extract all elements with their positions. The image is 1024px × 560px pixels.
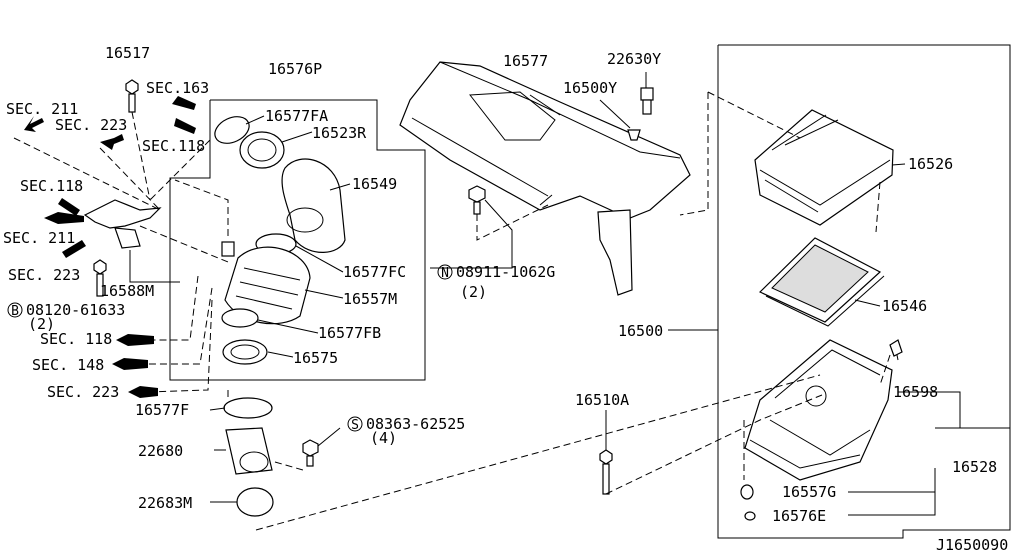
duct-16575 bbox=[222, 339, 268, 365]
arrow-sec118-top bbox=[174, 118, 196, 134]
label-16577: 16577 bbox=[503, 52, 548, 70]
label-16557M: 16557M bbox=[343, 290, 397, 308]
bracket-16588M bbox=[83, 199, 162, 249]
label-16523R: 16523R bbox=[312, 124, 367, 142]
clamp-16577F bbox=[223, 397, 273, 419]
filter-cover-16526 bbox=[754, 109, 894, 226]
arrow-sec211-top bbox=[24, 116, 44, 132]
air-duct-16577 bbox=[399, 61, 691, 296]
label-16576P: 16576P bbox=[268, 60, 322, 78]
label-08363-qty: (4) bbox=[370, 429, 397, 447]
seal-16523R bbox=[239, 131, 285, 169]
clamp-16577FA bbox=[214, 116, 250, 144]
label-16528: 16528 bbox=[952, 458, 997, 476]
label-sec223-left: SEC. 223 bbox=[8, 266, 80, 284]
label-16526: 16526 bbox=[908, 155, 953, 173]
label-08120: 08120-61633 bbox=[26, 301, 125, 319]
clip-16500Y bbox=[627, 129, 641, 141]
label-16517: 16517 bbox=[105, 44, 150, 62]
hose-16557M bbox=[221, 241, 311, 325]
arrow-sec223-bottom bbox=[128, 386, 158, 398]
label-sec118-bottom: SEC. 118 bbox=[40, 330, 112, 348]
grommet-16576E bbox=[744, 511, 756, 521]
label-16500Y: 16500Y bbox=[563, 79, 617, 97]
diagram-code: J1650090 bbox=[936, 536, 1008, 554]
label-16577FB: 16577FB bbox=[318, 324, 381, 342]
arrow-sec223-top bbox=[100, 134, 124, 150]
label-sec211-top: SEC. 211 bbox=[6, 100, 78, 118]
bolt-16510A bbox=[599, 449, 613, 495]
clamp-16577FB bbox=[221, 308, 259, 328]
label-sec118-left: SEC.118 bbox=[20, 177, 83, 195]
label-sec148: SEC. 148 bbox=[32, 356, 104, 374]
arrow-sec148 bbox=[112, 358, 148, 370]
label-sec118-top: SEC.118 bbox=[142, 137, 205, 155]
symbol-circle-N bbox=[437, 264, 453, 280]
arrow-sec211-left bbox=[44, 212, 84, 224]
label-16500: 16500 bbox=[618, 322, 663, 340]
bolt-16517 bbox=[125, 79, 139, 113]
label-sec223-bottom: SEC. 223 bbox=[47, 383, 119, 401]
arrow-sec163 bbox=[172, 96, 196, 110]
sensor-22630Y bbox=[640, 87, 654, 115]
symbol-S: S bbox=[351, 418, 359, 433]
label-08911: 08911-1062G bbox=[456, 263, 555, 281]
label-08363: 08363-62525 bbox=[366, 415, 465, 433]
label-22630Y: 22630Y bbox=[607, 50, 661, 68]
label-08120-qty: (2) bbox=[28, 315, 55, 333]
sub-assembly-frame-16576P bbox=[169, 99, 426, 381]
label-08911-qty: (2) bbox=[460, 283, 487, 301]
symbol-N: N bbox=[441, 266, 449, 281]
meter-22680 bbox=[225, 427, 273, 475]
bolt-08120 bbox=[93, 259, 107, 297]
housing-16528 bbox=[744, 339, 893, 481]
label-22683M: 22683M bbox=[138, 494, 192, 512]
label-16546: 16546 bbox=[882, 297, 927, 315]
duct-16549 bbox=[281, 158, 346, 253]
label-22680: 22680 bbox=[138, 442, 183, 460]
arrow-sec118-bottom bbox=[116, 334, 154, 346]
label-16577FA: 16577FA bbox=[265, 107, 328, 125]
label-16575: 16575 bbox=[293, 349, 338, 367]
arrow-sec223-left bbox=[62, 240, 86, 258]
label-16576E: 16576E bbox=[772, 507, 826, 525]
label-sec223-top: SEC. 223 bbox=[55, 116, 127, 134]
label-16557G: 16557G bbox=[782, 483, 836, 501]
label-sec211-left: SEC. 211 bbox=[3, 229, 75, 247]
label-16577FC: 16577FC bbox=[343, 263, 406, 281]
air-cleaner-frame-16500 bbox=[717, 44, 1011, 539]
arrow-sec118-left bbox=[58, 198, 80, 216]
label-16510A: 16510A bbox=[575, 391, 629, 409]
label-16588M: 16588M bbox=[100, 282, 154, 300]
label-16598: 16598 bbox=[893, 383, 938, 401]
clip-16598 bbox=[889, 339, 903, 357]
label-16577F: 16577F bbox=[135, 401, 189, 419]
symbol-B: B bbox=[11, 304, 19, 319]
symbol-circle-S bbox=[347, 416, 363, 432]
seal-22683M bbox=[236, 487, 274, 517]
filter-element-16546 bbox=[758, 237, 885, 327]
symbol-circle-B bbox=[7, 302, 23, 318]
label-sec163: SEC.163 bbox=[146, 79, 209, 97]
screw-08363 bbox=[302, 439, 319, 467]
label-16549: 16549 bbox=[352, 175, 397, 193]
grommet-16557G bbox=[740, 484, 754, 500]
bolt-08911 bbox=[468, 185, 486, 215]
